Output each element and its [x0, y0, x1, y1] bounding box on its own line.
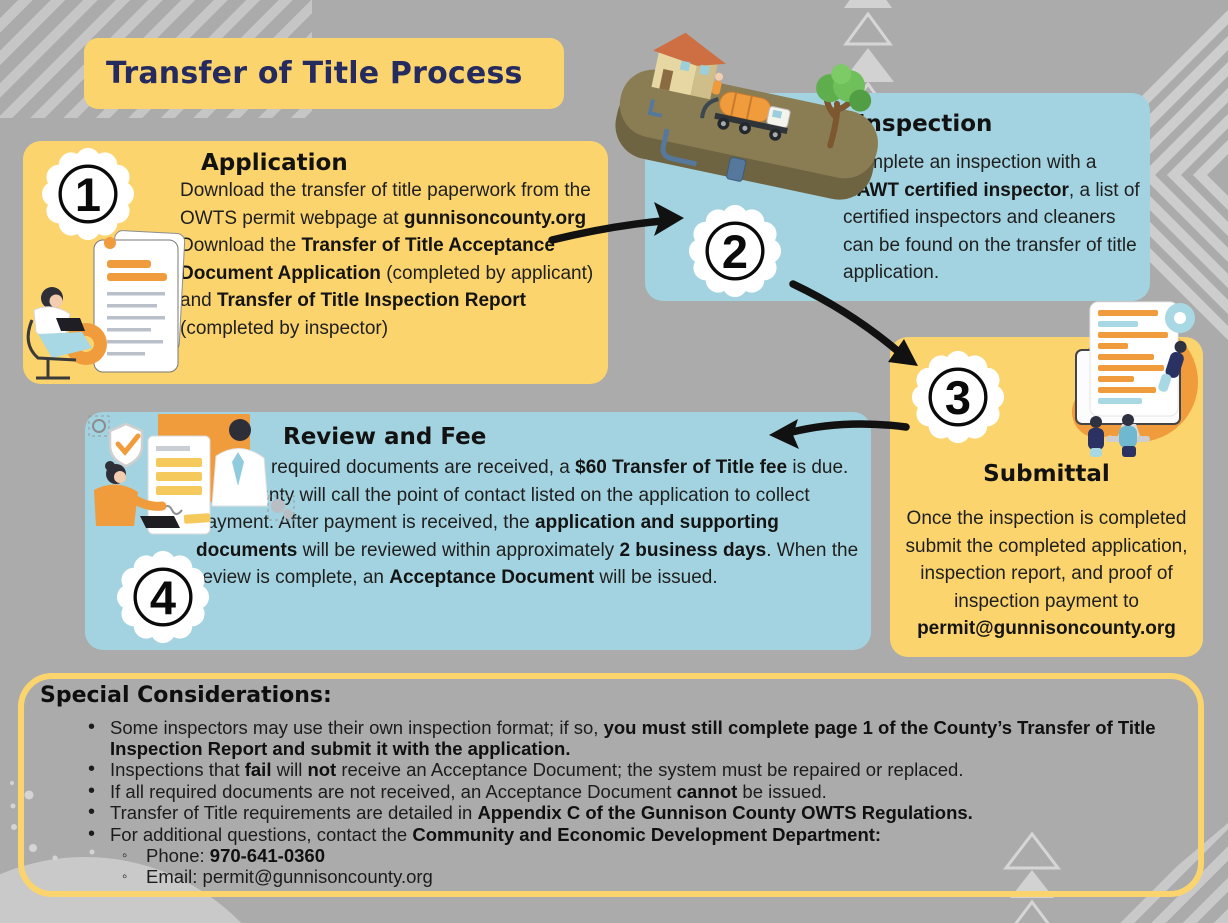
step3-heading: Submittal [983, 461, 1110, 487]
list-item: For additional questions, contact the Co… [80, 824, 1192, 846]
pump-truck [700, 72, 791, 141]
step3-body: Once the inspection is completed submit … [905, 508, 1188, 640]
list-item: Some inspectors may use their own inspec… [80, 717, 1192, 759]
step4-body: Once all required documents are received… [196, 457, 859, 589]
step3-number: 3 [944, 370, 972, 424]
seal-icon [41, 147, 135, 241]
step4-number: 4 [149, 570, 177, 624]
step1-number-badge: 1 [40, 146, 136, 242]
step1-illustration [24, 226, 192, 384]
step2-illustration [608, 32, 893, 218]
page-title: Transfer of Title Process [106, 56, 523, 91]
step3-number-badge: 3 [910, 349, 1006, 445]
contact-sublist: Phone: 970-641-0360 Email: permit@gunnis… [80, 845, 1192, 888]
step1-heading: Application [201, 150, 348, 176]
step1-body: Download the transfer of title paperwork… [180, 180, 594, 339]
step1-number: 1 [74, 167, 102, 221]
step4-heading: Review and Fee [283, 424, 487, 450]
special-considerations-list: Some inspectors may use their own inspec… [80, 717, 1192, 888]
step4-number-badge: 4 [115, 549, 211, 645]
seal-icon [911, 350, 1005, 444]
list-item: Transfer of Title requirements are detai… [80, 802, 1192, 824]
step3-illustration [1040, 300, 1205, 458]
seal-icon [688, 204, 782, 298]
title-banner: Transfer of Title Process [84, 38, 564, 109]
step2-number-badge: 2 [687, 203, 783, 299]
email-item: Email: permit@gunnisoncounty.org [118, 866, 1192, 888]
step2-heading: Inspection [857, 111, 993, 137]
phone-item: Phone: 970-641-0360 [118, 845, 1192, 867]
seal-icon [116, 550, 210, 644]
step4-illustration [88, 414, 306, 552]
special-considerations-panel: Special Considerations: Some inspectors … [18, 673, 1204, 897]
special-considerations-heading: Special Considerations: [40, 683, 332, 708]
step2-body: Complete an inspection with a NAWT certi… [843, 152, 1140, 284]
step2-number: 2 [721, 224, 749, 278]
house [651, 32, 726, 100]
list-item: If all required documents are not receiv… [80, 781, 1192, 803]
list-item: Inspections that fail will not receive a… [80, 759, 1192, 781]
